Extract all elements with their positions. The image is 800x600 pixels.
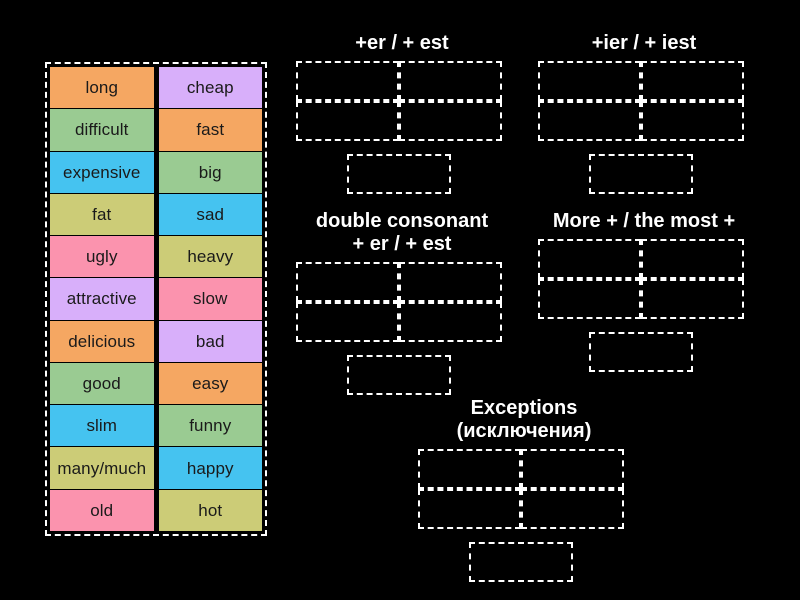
dropzone[interactable]: [641, 279, 744, 319]
dropzone-row: [538, 61, 744, 101]
dropzone[interactable]: [641, 101, 744, 141]
word-tile[interactable]: bad: [158, 320, 262, 362]
word-tile[interactable]: cheap: [158, 67, 262, 109]
word-tile[interactable]: slim: [50, 405, 154, 447]
dropzone[interactable]: [418, 489, 521, 529]
dropzone-group-more-most: [538, 239, 744, 372]
dropzone[interactable]: [347, 154, 451, 194]
word-tile[interactable]: sad: [158, 193, 262, 236]
dropzone-row: [538, 239, 744, 279]
category-er-est: +er / + est: [296, 32, 508, 194]
word-tile[interactable]: slow: [158, 278, 262, 320]
word-tile[interactable]: good: [50, 362, 154, 405]
word-tile[interactable]: funny: [158, 405, 262, 447]
dropzone-row: [296, 61, 502, 101]
dropzone-row: [296, 355, 502, 395]
category-double-consonant: double consonant + er / + est: [296, 210, 508, 395]
word-tile[interactable]: long: [50, 67, 154, 109]
dropzone[interactable]: [589, 154, 693, 194]
dropzone[interactable]: [469, 542, 573, 582]
category-exceptions: Exceptions (исключения): [418, 397, 630, 582]
dropzone[interactable]: [296, 302, 399, 342]
word-tile[interactable]: old: [50, 489, 154, 531]
word-tile[interactable]: big: [158, 151, 262, 193]
dropzone[interactable]: [296, 101, 399, 141]
dropzone[interactable]: [538, 101, 641, 141]
dropzone[interactable]: [538, 61, 641, 101]
dropzone-group-er-est: [296, 61, 502, 194]
dropzone[interactable]: [399, 262, 502, 302]
dropzone[interactable]: [399, 302, 502, 342]
word-tile[interactable]: many/much: [50, 447, 154, 489]
word-tile[interactable]: expensive: [50, 151, 154, 193]
word-tile[interactable]: delicious: [50, 320, 154, 362]
dropzone-row: [538, 101, 744, 141]
dropzone-row: [296, 302, 502, 342]
dropzone-row: [538, 332, 744, 372]
dropzone-row: [538, 279, 744, 319]
dropzone[interactable]: [589, 332, 693, 372]
dropzone-row: [296, 262, 502, 302]
dropzone[interactable]: [347, 355, 451, 395]
dropzone[interactable]: [521, 489, 624, 529]
dropzone-group-double-consonant: [296, 262, 502, 395]
dropzone[interactable]: [296, 61, 399, 101]
category-ier-iest: +ier / + iest: [538, 32, 750, 194]
dropzone-row: [418, 489, 624, 529]
category-title-ier-iest: +ier / + iest: [591, 32, 697, 54]
dropzone[interactable]: [521, 449, 624, 489]
dropzone[interactable]: [399, 101, 502, 141]
word-tile[interactable]: difficult: [50, 109, 154, 151]
word-tile[interactable]: ugly: [50, 236, 154, 278]
word-tile[interactable]: attractive: [50, 278, 154, 320]
category-title-more-most: More + / the most +: [552, 210, 736, 232]
dropzone-row: [418, 449, 624, 489]
word-tile[interactable]: happy: [158, 447, 262, 489]
dropzone-group-exceptions: [418, 449, 624, 582]
word-tile[interactable]: fat: [50, 193, 154, 236]
category-more-most: More + / the most +: [538, 210, 750, 372]
dropzone[interactable]: [538, 239, 641, 279]
word-tile[interactable]: hot: [158, 489, 262, 531]
category-title-er-est: +er / + est: [355, 32, 449, 54]
dropzone-row: [296, 154, 502, 194]
dropzone-row: [418, 542, 624, 582]
word-tile[interactable]: fast: [158, 109, 262, 151]
dropzone[interactable]: [399, 61, 502, 101]
dropzone[interactable]: [538, 279, 641, 319]
dropzone[interactable]: [296, 262, 399, 302]
word-tile[interactable]: heavy: [158, 236, 262, 278]
category-title-exceptions: Exceptions (исключения): [456, 397, 592, 442]
dropzone-row: [296, 101, 502, 141]
category-title-double-consonant: double consonant + er / + est: [315, 210, 489, 255]
dropzone[interactable]: [641, 61, 744, 101]
dropzone-group-ier-iest: [538, 61, 744, 194]
dropzone[interactable]: [641, 239, 744, 279]
word-tile[interactable]: easy: [158, 362, 262, 405]
dropzone[interactable]: [418, 449, 521, 489]
dropzone-row: [538, 154, 744, 194]
